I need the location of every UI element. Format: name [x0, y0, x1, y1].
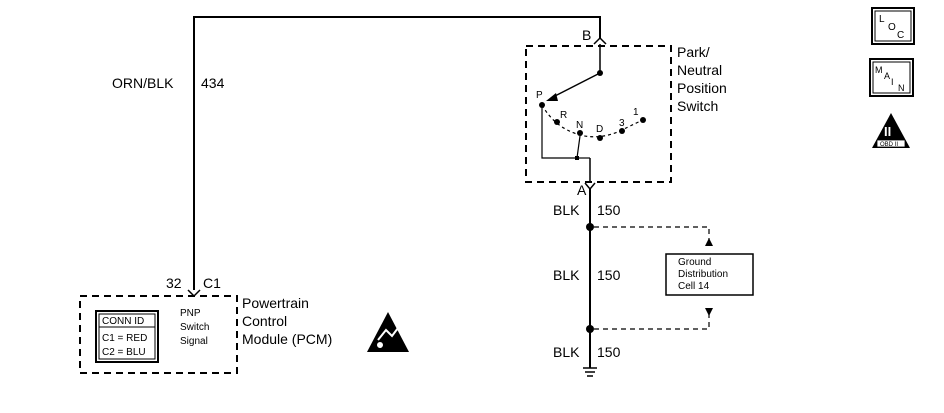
svg-text:L: L: [879, 14, 885, 25]
svg-text:O: O: [888, 22, 896, 33]
ground-distribution-label: Ground Distribution Cell 14: [678, 257, 731, 292]
signal-label: PNP Switch Signal: [180, 308, 212, 347]
splice-upper: [586, 223, 594, 231]
switch-arrow: [546, 93, 558, 101]
svg-text:I: I: [891, 77, 894, 87]
contact-1: [640, 117, 646, 123]
contact-r: [554, 119, 560, 125]
contact-n: [577, 130, 583, 136]
svg-text:C: C: [897, 30, 904, 41]
contact-d: [597, 135, 603, 141]
pin-number-label: 32: [166, 275, 182, 291]
ground-distribution-ref[interactable]: Ground Distribution Cell 14: [594, 226, 754, 330]
conn-id-header: CONN ID: [102, 316, 144, 327]
contact-3: [619, 128, 625, 134]
pnp-switch: B P R N D 3 1 A Park/ Neutral: [525, 27, 731, 198]
svg-text:A: A: [884, 71, 890, 81]
svg-text:OBD II: OBD II: [880, 142, 898, 148]
loc-icon[interactable]: L O C: [871, 7, 915, 45]
connector-label: C1: [203, 275, 221, 291]
switch-title: Park/ Neutral Position Switch: [677, 44, 731, 114]
arrow-up-icon: [705, 238, 713, 246]
wire-color-label: ORN/BLK: [112, 75, 174, 91]
switch-boundary: [525, 45, 672, 183]
ground-icon: [583, 367, 597, 377]
pcm-connector: [187, 289, 201, 298]
circuit-number-label: 434: [201, 75, 225, 91]
position-1-label: 1: [633, 107, 639, 118]
pcm: 32 C1 PNP Switch Signal CONN ID C1 = RED…: [79, 275, 409, 374]
wire-color-label: BLK: [553, 267, 580, 283]
pcm-boundary: [79, 295, 238, 374]
splice-lower: [586, 325, 594, 333]
circuit-number-label: 150: [597, 202, 621, 218]
svg-text:II: II: [884, 124, 891, 139]
position-n-label: N: [576, 120, 583, 131]
esd-warning-icon: [367, 312, 409, 352]
terminal-b-connector: [593, 36, 607, 45]
obd-ii-icon[interactable]: II OBD II: [872, 113, 910, 148]
position-r-label: R: [560, 110, 567, 121]
blk-ground-wire: BLK 150 BLK 150 BLK 150: [553, 189, 621, 377]
wire-color-label: BLK: [553, 344, 580, 360]
circuit-number-label: 150: [597, 344, 621, 360]
terminal-a-label: A: [577, 182, 587, 198]
svg-text:N: N: [898, 83, 905, 93]
position-p-label: P: [536, 90, 543, 101]
circuit-number-label: 150: [597, 267, 621, 283]
svg-text:M: M: [875, 65, 883, 75]
position-3-label: 3: [619, 118, 625, 129]
conn-id-table: CONN ID C1 = RED C2 = BLU: [95, 310, 159, 363]
switch-arm: [552, 72, 601, 98]
wire-color-label: BLK: [553, 202, 580, 218]
conn-id-row: C1 = RED: [102, 333, 147, 344]
position-d-label: D: [596, 124, 603, 135]
main-icon[interactable]: M A I N: [869, 58, 914, 97]
conn-id-row: C2 = BLU: [102, 347, 146, 358]
ground-distribution-box: [665, 253, 754, 296]
orn-blk-wire: ORN/BLK 434: [112, 16, 601, 290]
pcm-title: Powertrain Control Module (PCM): [242, 295, 332, 347]
terminal-b-label: B: [582, 27, 591, 43]
arrow-down-icon: [705, 308, 713, 316]
terminal-a-connector: [584, 182, 596, 191]
